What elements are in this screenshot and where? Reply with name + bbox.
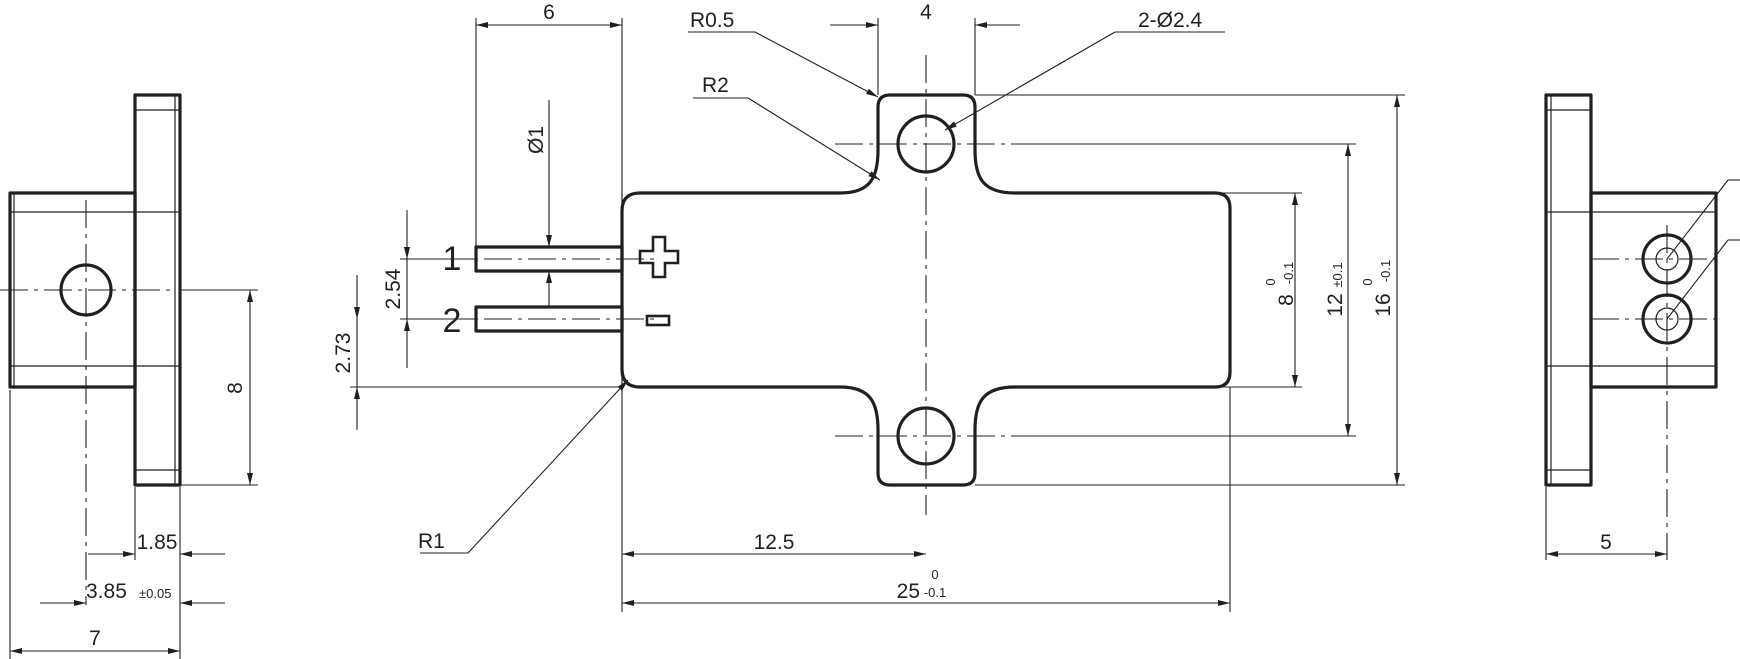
leader-r2 [747,97,881,181]
dim-label-16: 16 [1372,293,1395,316]
leader-holes [944,31,1116,131]
dim-label-4: 4 [920,1,932,24]
side-body-outline [8,191,137,389]
dim-tolerance-8-lower: -0.1 [1281,262,1296,284]
dim-label-r1: R1 [418,530,445,553]
right-flange-outline [1544,93,1593,487]
dim-label-12-5: 12.5 [754,531,795,554]
dim-label-12: 12 [1324,293,1347,316]
dim-tolerance-3-85: ±0.05 [139,586,171,601]
dim-label-holes: 2-Ø2.4 [1138,9,1203,32]
dim-label-6: 6 [543,1,555,24]
dim-label-phi1: Ø1 [525,126,548,154]
dim-tolerance-8-upper: 0 [1263,278,1278,285]
front-view: 1 2 6 4 R0.5 2-Ø2.4 R2 Ø1 [332,1,1405,612]
dim-label-left-8: 8 [224,382,247,394]
dim-label-8: 8 [1275,294,1298,306]
plus-polarity-icon [638,235,680,279]
dim-tolerance-12: ±0.1 [1330,262,1345,287]
dim-label-1-85: 1.85 [137,531,178,554]
dim-label-2-54: 2.54 [382,268,405,309]
dim-label-3-85: 3.85 [86,580,127,603]
dim-tolerance-16-upper: 0 [1360,278,1375,285]
dim-tolerance-25-upper: 0 [931,567,938,582]
dim-label-5: 5 [1600,531,1612,554]
dim-label-2-73: 2.73 [332,333,355,374]
dim-label-r2: R2 [702,74,729,97]
dim-tolerance-16-lower: -0.1 [1378,260,1393,282]
pin-2-label: 2 [443,302,462,340]
left-side-view: 8 1.85 3.85 ±0.05 7 [0,93,258,659]
right-body-outline [1589,191,1718,389]
leader-r1 [467,379,629,554]
dim-label-25: 25 [897,580,920,603]
minus-polarity-icon [645,314,671,327]
dim-label-r0-5: R0.5 [690,9,734,32]
dim-label-7: 7 [89,627,101,650]
leader-r0-5 [754,31,879,98]
dim-tolerance-25-lower: -0.1 [924,585,946,600]
right-side-view: 5 [1544,93,1740,560]
